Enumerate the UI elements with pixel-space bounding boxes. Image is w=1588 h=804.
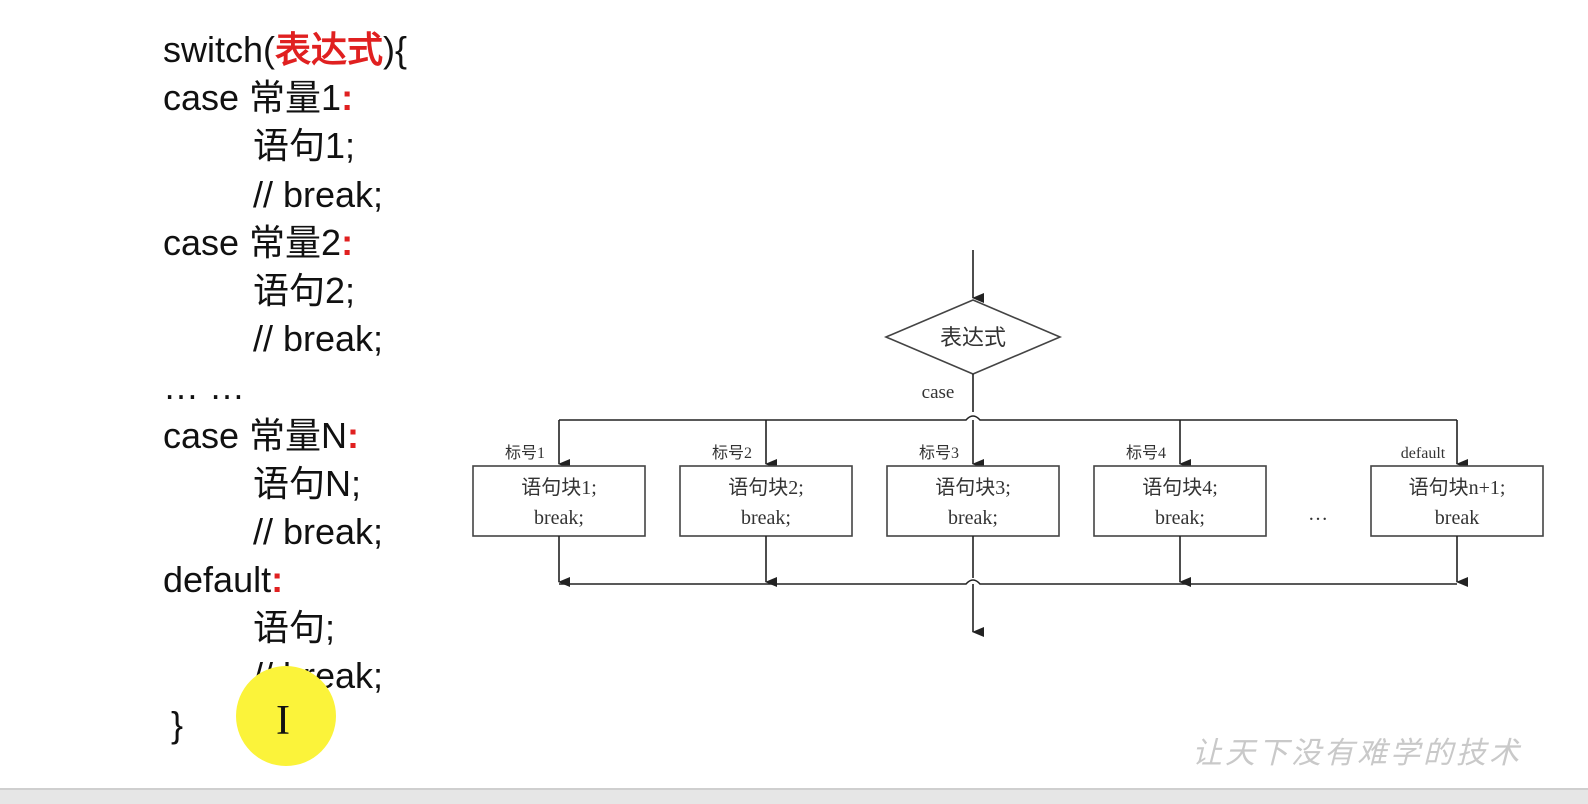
statement-box: [1370, 465, 1544, 537]
code-line: … …: [163, 363, 407, 411]
code-highlight: :: [347, 414, 360, 456]
statement-text: 语句块3;: [935, 476, 1011, 499]
branch-tag: 标号1: [505, 444, 545, 462]
case-label: case: [922, 382, 955, 403]
case-block: 标号1 语句块1; break;: [472, 420, 646, 587]
code-text: 语句N;: [253, 462, 362, 504]
code-text: 语句;: [253, 607, 336, 649]
break-text: break;: [534, 507, 584, 529]
case-block: 标号3 语句块3; break;: [886, 420, 1060, 578]
code-line: 语句N;: [163, 460, 407, 508]
code-line: }: [163, 701, 407, 749]
more-ellipsis: …: [1308, 503, 1328, 525]
break-text: break;: [948, 507, 998, 529]
top-bus-line: [559, 415, 1457, 421]
branch-tag: 标号2: [712, 444, 752, 462]
code-tail: ){: [383, 29, 408, 70]
code-text: case 常量2: [163, 221, 342, 263]
code-line: // break;: [163, 171, 407, 219]
statement-text: 语句块2;: [728, 476, 804, 499]
code-line: case 常量N:: [163, 412, 407, 460]
statement-box: [886, 465, 1060, 537]
code-line: // break;: [163, 508, 407, 556]
code-line: case 常量1:: [163, 74, 407, 122]
break-text: break;: [1155, 507, 1205, 529]
branch-tag: 标号4: [1126, 444, 1166, 462]
cursor-highlight: [236, 666, 336, 766]
code-text: // break;: [253, 510, 384, 552]
code-line: // break;: [163, 315, 407, 363]
bottom-scroll-edge: [0, 788, 1588, 804]
watermark: 让天下没有难学的技术: [1192, 737, 1522, 770]
branch-tag: 标号3: [919, 444, 959, 462]
code-line: 语句2;: [163, 267, 407, 315]
code-highlight: :: [341, 221, 354, 263]
case-block: 标号4 语句块4; break;: [1093, 420, 1267, 587]
statement-box: [472, 465, 646, 537]
code-text: // break;: [253, 173, 384, 215]
statement-box: [1093, 465, 1267, 537]
code-line: switch(表达式){: [163, 26, 407, 74]
code-line: case 常量2:: [163, 219, 407, 267]
code-highlight: :: [271, 559, 284, 601]
code-highlight: 表达式: [275, 29, 384, 70]
code-text: 语句2;: [253, 269, 356, 311]
branch-tag: default: [1401, 445, 1446, 462]
code-text: case 常量N: [163, 414, 348, 456]
case-block: 标号2 语句块2; break;: [679, 420, 853, 587]
code-text: 语句1;: [253, 125, 356, 167]
case-block: default 语句块n+1; break: [1370, 420, 1544, 587]
code-text: // break;: [253, 318, 384, 360]
code-highlight: :: [341, 77, 354, 119]
text-cursor-icon: I: [276, 698, 290, 744]
statement-box: [679, 465, 853, 537]
break-text: break;: [741, 507, 791, 529]
code-text: case 常量1: [163, 77, 342, 119]
break-text: break: [1435, 507, 1479, 529]
code-text: default: [163, 559, 272, 601]
code-text: … …: [163, 366, 246, 408]
bottom-bus-line: [559, 579, 1457, 585]
code-line: default:: [163, 556, 407, 604]
statement-text: 语句块1;: [521, 476, 597, 499]
statement-text: 语句块4;: [1142, 476, 1218, 499]
code-text: switch(: [163, 29, 276, 70]
decision-label: 表达式: [940, 325, 1006, 350]
code-line: 语句1;: [163, 122, 407, 170]
code-listing: switch(表达式){case 常量1:语句1;// break;case 常…: [163, 26, 407, 749]
statement-text: 语句块n+1;: [1409, 476, 1506, 499]
code-line: 语句;: [163, 604, 407, 652]
code-text: }: [171, 703, 184, 745]
